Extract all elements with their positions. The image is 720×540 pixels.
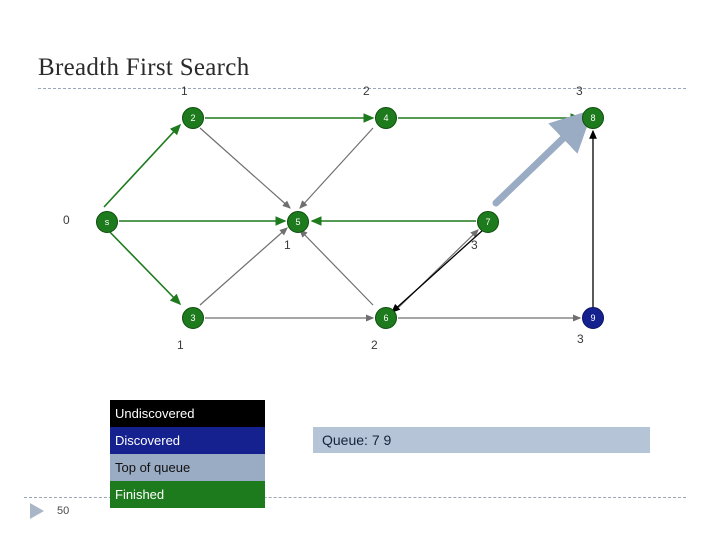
distance-label-node-6: 2	[371, 338, 378, 352]
graph-node-8-label: 8	[590, 113, 596, 123]
graph-node-4-label: 4	[383, 113, 389, 123]
graph-node-s-label: s	[104, 217, 110, 227]
legend-row-discovered: Discovered	[110, 427, 265, 454]
graph-node-7[interactable]: 7	[477, 211, 499, 233]
distance-label-node-5: 1	[284, 238, 291, 252]
column-label-3: 3	[576, 84, 583, 98]
queue-label: Queue: 7 9	[322, 432, 392, 448]
column-label-2: 2	[363, 84, 370, 98]
graph-node-5-label: 5	[295, 217, 301, 227]
legend-label-undiscovered: Undiscovered	[115, 406, 195, 421]
graph-node-9[interactable]: 9	[582, 307, 604, 329]
graph-node-6[interactable]: 6	[375, 307, 397, 329]
legend-label-discovered: Discovered	[115, 433, 181, 448]
column-label-0: 0	[63, 213, 70, 227]
distance-label-node-7: 3	[471, 238, 478, 252]
graph-node-7-label: 7	[485, 217, 491, 227]
distance-label-node-3: 1	[177, 338, 184, 352]
page-number: 50	[57, 505, 70, 517]
queue-status-box: Queue: 7 9	[313, 427, 650, 453]
graph-node-9-label: 9	[590, 313, 596, 323]
column-label-1: 1	[181, 84, 188, 98]
graph-node-s[interactable]: s	[96, 211, 118, 233]
legend-row-finished: Finished	[110, 481, 265, 508]
page-title: Breadth First Search	[38, 54, 250, 81]
graph-node-2[interactable]: 2	[182, 107, 204, 129]
legend-label-top-of-queue: Top of queue	[115, 460, 191, 475]
dashed-rule-bottom	[24, 497, 686, 498]
legend: Undiscovered Discovered Top of queue Fin…	[110, 400, 265, 508]
graph-node-3-label: 3	[190, 313, 196, 323]
graph-node-5[interactable]: 5	[287, 211, 309, 233]
distance-label-node-9: 3	[577, 332, 584, 346]
legend-row-undiscovered: Undiscovered	[110, 400, 265, 427]
graph-node-6-label: 6	[383, 313, 389, 323]
graph-node-4[interactable]: 4	[375, 107, 397, 129]
dashed-rule-top	[38, 88, 686, 89]
play-triangle-icon[interactable]	[30, 503, 44, 519]
legend-row-top-of-queue: Top of queue	[110, 454, 265, 481]
graph-node-8[interactable]: 8	[582, 107, 604, 129]
legend-label-finished: Finished	[115, 487, 165, 502]
graph-node-3[interactable]: 3	[182, 307, 204, 329]
graph-node-2-label: 2	[190, 113, 196, 123]
